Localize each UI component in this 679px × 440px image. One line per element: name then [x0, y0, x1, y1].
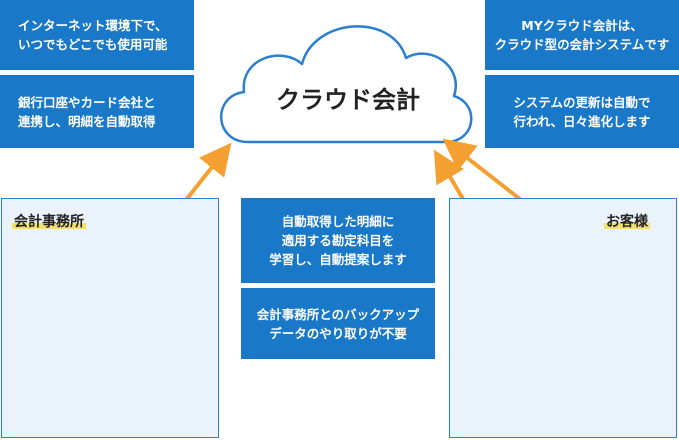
cloud-icon	[220, 25, 473, 144]
note-line: 自動取得した明細に	[281, 214, 395, 229]
note-auto-suggest: 自動取得した明細に 適用する勘定科目を 学習し、自動提案します	[241, 198, 435, 283]
note-line: 適用する勘定科目を	[281, 233, 395, 248]
note-line: 学習し、自動提案します	[269, 252, 407, 267]
note-no-backup-exchange: 会計事務所とのバックアップ データのやり取りが不要	[241, 288, 435, 359]
cloud-label: クラウド会計	[276, 86, 420, 114]
note-bank-link: 銀行口座やカード会社と 連携し、明細を自動取得	[0, 75, 194, 148]
note-line: システムの更新は自動で	[513, 94, 651, 110]
note-line: 連携し、明細を自動取得	[18, 113, 156, 129]
office-label: 会計事務所	[12, 213, 86, 231]
note-line: 行われ、日々進化します	[513, 113, 651, 129]
note-line: インターネット環境下で、	[18, 18, 168, 33]
note-system-intro: MYクラウド会計は、 クラウド型の会計システムです	[485, 0, 679, 70]
note-line: クラウド型の会計システムです	[494, 37, 670, 52]
note-auto-update: システムの更新は自動で 行われ、日々進化します	[485, 75, 679, 148]
note-anywhere: インターネット環境下で、 いつでもどこでも使用可能	[0, 0, 194, 70]
customer-label: お客様	[604, 213, 650, 231]
office-panel	[1, 198, 219, 438]
customer-panel	[449, 198, 677, 438]
note-line: いつでもどこでも使用可能	[18, 37, 168, 52]
note-line: MYクラウド会計は、	[521, 18, 643, 33]
note-line: データのやり取りが不要	[269, 325, 407, 341]
note-line: 会計事務所とのバックアップ	[256, 306, 420, 322]
note-line: 銀行口座やカード会社と	[18, 94, 156, 110]
